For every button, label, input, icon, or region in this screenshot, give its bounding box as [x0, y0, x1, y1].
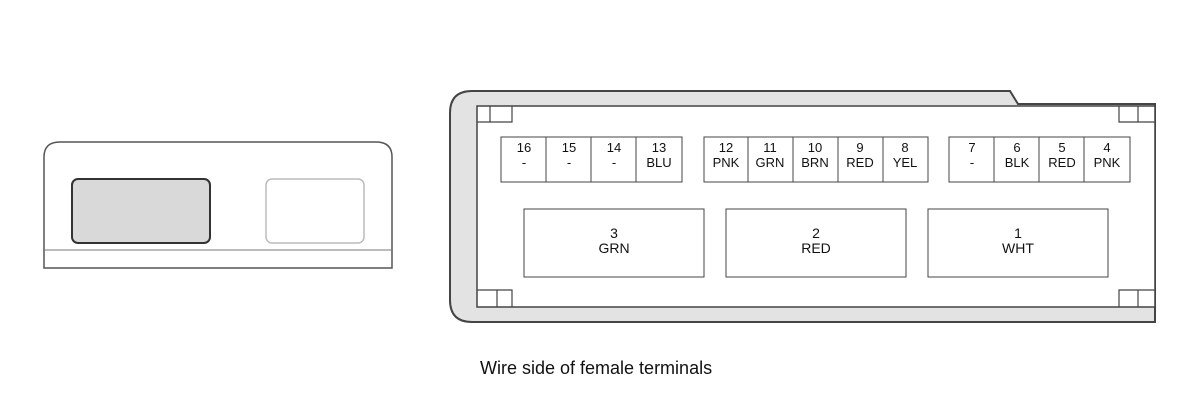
terminal-6-number: 6	[1013, 140, 1020, 155]
terminal-15-number: 15	[562, 140, 576, 155]
terminal-8-color: YEL	[893, 155, 918, 170]
terminal-13-color: BLU	[646, 155, 671, 170]
terminal-12-number: 12	[719, 140, 733, 155]
terminal-9-color: RED	[846, 155, 873, 170]
terminal-1-color: WHT	[1002, 240, 1034, 256]
terminal-8-number: 8	[901, 140, 908, 155]
terminal-14-color: -	[612, 155, 616, 170]
terminal-5-color: RED	[1048, 155, 1075, 170]
terminal-9-number: 9	[856, 140, 863, 155]
connector-face-view: 16 - 15 - 14 - 13 BLU 12 PNK 11 GRN 10 B…	[449, 90, 1156, 323]
terminal-7-color: -	[970, 155, 974, 170]
terminal-5-number: 5	[1058, 140, 1065, 155]
latch-tab	[71, 178, 211, 244]
terminal-6-color: BLK	[1005, 155, 1030, 170]
terminal-group-12-8: 12 PNK 11 GRN 10 BRN 9 RED 8 YEL	[703, 136, 929, 183]
latch-window	[265, 178, 365, 244]
terminal-1: 1 WHT	[927, 208, 1109, 278]
terminal-16-color: -	[522, 155, 526, 170]
terminal-16-number: 16	[517, 140, 531, 155]
terminal-group-16-13: 16 - 15 - 14 - 13 BLU	[500, 136, 683, 183]
connector-side-view	[43, 141, 393, 269]
terminal-4-number: 4	[1103, 140, 1110, 155]
terminal-2: 2 RED	[725, 208, 907, 278]
terminal-12-color: PNK	[713, 155, 740, 170]
terminal-2-number: 2	[812, 225, 820, 241]
terminal-3-color: GRN	[598, 240, 629, 256]
terminal-4-color: PNK	[1094, 155, 1121, 170]
terminal-15-color: -	[567, 155, 571, 170]
terminal-11-number: 11	[763, 140, 777, 155]
terminal-10-number: 10	[808, 140, 822, 155]
terminal-14-number: 14	[607, 140, 621, 155]
terminal-10-color: BRN	[801, 155, 828, 170]
terminal-group-7-4: 7 - 6 BLK 5 RED 4 PNK	[948, 136, 1131, 183]
terminal-7-number: 7	[968, 140, 975, 155]
terminal-3-number: 3	[610, 225, 618, 241]
terminal-3: 3 GRN	[523, 208, 705, 278]
terminal-13-number: 13	[652, 140, 666, 155]
terminal-11-color: GRN	[756, 155, 785, 170]
terminal-2-color: RED	[801, 240, 831, 256]
terminal-1-number: 1	[1014, 225, 1022, 241]
diagram-caption: Wire side of female terminals	[480, 358, 713, 378]
